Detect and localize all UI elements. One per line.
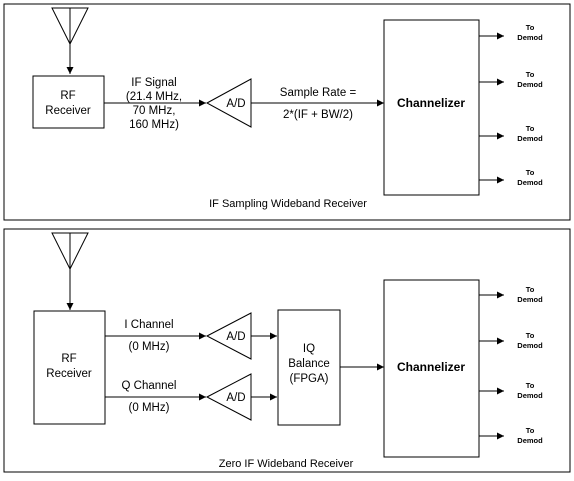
svg-text:To: To [526, 331, 535, 340]
to-demod-label: To Demod [517, 23, 543, 42]
ad-label: A/D [226, 98, 245, 110]
if-sampling-panel: RF Receiver IF Signal (21.4 MHz, 70 MHz,… [3, 3, 571, 221]
rf-receiver-block: RF Receiver [33, 310, 106, 425]
svg-text:To: To [526, 124, 535, 133]
rf-receiver-label-line2: Receiver [46, 368, 92, 380]
svg-text:To: To [526, 168, 535, 177]
channelizer-label: Channelizer [397, 96, 465, 110]
ad-converter-i-block: A/D [205, 312, 252, 360]
rf-receiver-block: RF Receiver [32, 75, 105, 129]
svg-text:IQ: IQ [303, 343, 315, 355]
q-channel-label: Q Channel (0 MHz) [122, 380, 177, 414]
demod-outputs: To Demod To Demod To Demod To Demod [479, 285, 543, 445]
svg-text:Demod: Demod [517, 391, 543, 400]
svg-text:Balance: Balance [288, 358, 330, 370]
svg-text:Demod: Demod [517, 80, 543, 89]
svg-text:To: To [526, 70, 535, 79]
to-demod-label: To Demod [517, 426, 543, 445]
svg-text:Demod: Demod [517, 341, 543, 350]
svg-text:160 MHz): 160 MHz) [129, 119, 179, 131]
i-channel-label: I Channel (0 MHz) [124, 319, 173, 353]
ad-i-label: A/D [226, 331, 245, 343]
svg-text:Q Channel: Q Channel [122, 380, 177, 392]
to-demod-label: To Demod [517, 381, 543, 400]
svg-text:Demod: Demod [517, 295, 543, 304]
ad-converter-q-block: A/D [205, 373, 252, 421]
channelizer-block: Channelizer [383, 279, 480, 458]
svg-text:To: To [526, 381, 535, 390]
channelizer-block: Channelizer [383, 19, 480, 196]
svg-text:(0 MHz): (0 MHz) [129, 402, 170, 414]
antenna-icon [51, 232, 89, 310]
svg-text:To: To [526, 285, 535, 294]
rf-receiver-label-line2: Receiver [45, 105, 91, 117]
rf-receiver-label-line1: RF [60, 90, 75, 102]
channelizer-label: Channelizer [397, 360, 465, 374]
to-demod-label: To Demod [517, 168, 543, 187]
bottom-panel-caption: Zero IF Wideband Receiver [219, 458, 354, 470]
svg-text:(FPGA): (FPGA) [290, 373, 329, 385]
sample-rate-label: Sample Rate = 2*(IF + BW/2) [280, 87, 357, 121]
svg-text:To: To [526, 426, 535, 435]
ad-q-label: A/D [226, 392, 245, 404]
svg-text:Demod: Demod [517, 436, 543, 445]
svg-text:2*(IF + BW/2): 2*(IF + BW/2) [283, 109, 353, 121]
demod-outputs: To Demod To Demod To Demod To Demod [479, 23, 543, 187]
svg-text:(0 MHz): (0 MHz) [129, 341, 170, 353]
svg-text:IF Signal: IF Signal [131, 77, 176, 89]
svg-text:To: To [526, 23, 535, 32]
to-demod-label: To Demod [517, 285, 543, 304]
antenna-icon [51, 7, 89, 74]
top-panel-caption: IF Sampling Wideband Receiver [209, 198, 367, 210]
ad-converter-block: A/D [205, 78, 252, 128]
if-signal-label: IF Signal (21.4 MHz, 70 MHz, 160 MHz) [126, 77, 182, 131]
svg-text:Demod: Demod [517, 134, 543, 143]
bottom-panel-frame [3, 228, 571, 473]
rf-receiver-label-line1: RF [61, 353, 76, 365]
to-demod-label: To Demod [517, 124, 543, 143]
svg-text:Demod: Demod [517, 178, 543, 187]
svg-text:Demod: Demod [517, 33, 543, 42]
iq-balance-block: IQ Balance (FPGA) [277, 309, 341, 426]
zero-if-panel: RF Receiver I Channel (0 MHz) A/D Q Chan… [3, 228, 571, 473]
top-panel-frame [3, 3, 571, 221]
svg-text:70 MHz,: 70 MHz, [133, 105, 176, 117]
to-demod-label: To Demod [517, 331, 543, 350]
to-demod-label: To Demod [517, 70, 543, 89]
svg-text:Sample Rate =: Sample Rate = [280, 87, 357, 99]
svg-text:(21.4 MHz,: (21.4 MHz, [126, 91, 182, 103]
svg-text:I Channel: I Channel [124, 319, 173, 331]
